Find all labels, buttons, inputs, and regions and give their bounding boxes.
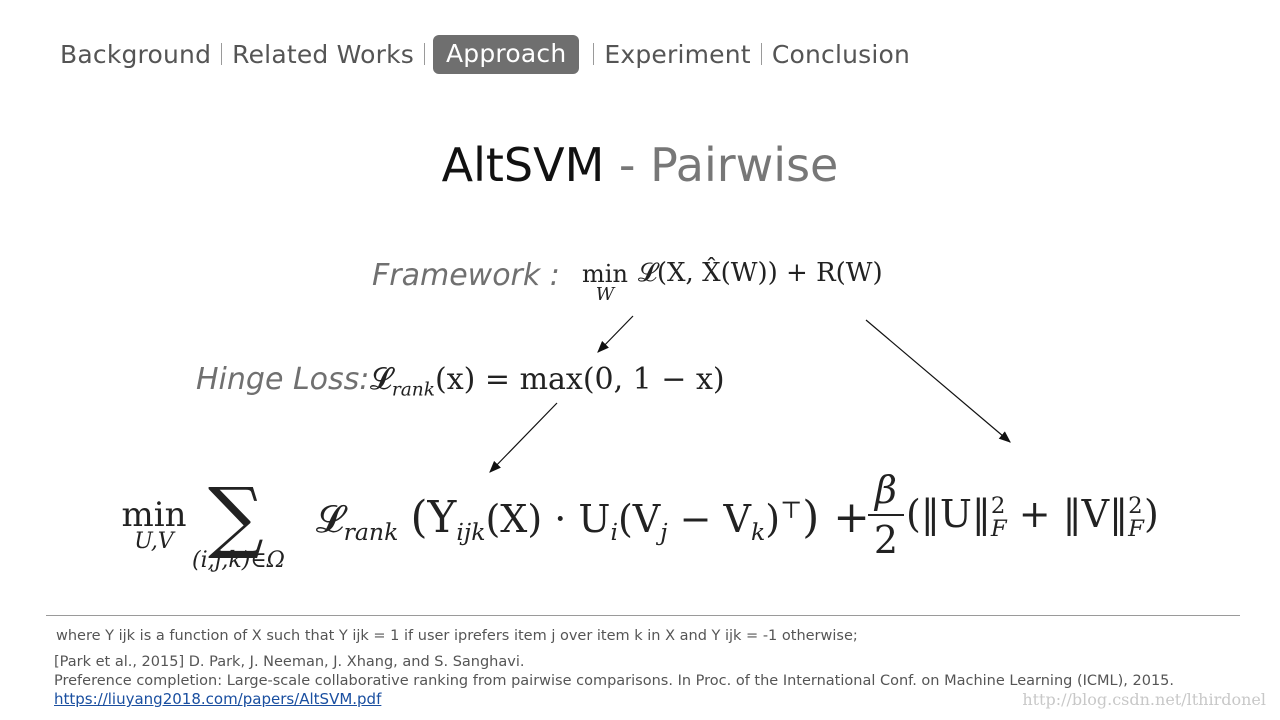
title-sub: Pairwise — [650, 138, 839, 192]
framework-min-op: min — [582, 260, 628, 288]
formula-reg-b-sub: F — [1128, 515, 1144, 542]
hinge-loss-label: Hinge Loss: — [196, 362, 370, 397]
footnote-divider — [46, 615, 1240, 616]
arrow-hinge-to-formula — [489, 402, 558, 473]
arrow-framework-to-regularizer — [865, 319, 1011, 443]
nav-item-approach[interactable]: Approach — [432, 34, 580, 74]
nav-item-experiment[interactable]: Experiment — [604, 39, 751, 69]
formula-frac-den: 2 — [873, 518, 899, 562]
formula-min-sub: U,V — [134, 529, 174, 554]
paper-link[interactable]: https://liuyang2018.com/papers/AltSVM.pd… — [54, 690, 382, 708]
framework-min: min W — [580, 260, 630, 305]
formula-frac-bar — [868, 514, 904, 516]
formula-body-a-sub: ijk — [456, 518, 486, 547]
formula-fraction: β 2 — [868, 468, 904, 562]
nav-separator — [221, 43, 223, 65]
title-main: AltSVM — [441, 138, 605, 192]
formula-body-a: (Y — [410, 492, 457, 543]
watermark-text: http://blog.csdn.net/lthirdonel — [1022, 690, 1266, 709]
formula-body-b: (X) · U — [485, 497, 611, 541]
section-nav: Background Related Works Approach Experi… — [58, 32, 912, 76]
footnote-reference-title: Preference completion: Large-scale colla… — [54, 673, 1174, 689]
footnote-reference-authors: [Park et al., 2015] D. Park, J. Neeman, … — [54, 654, 525, 670]
formula-body-c-sub: j — [660, 518, 668, 547]
nav-item-conclusion[interactable]: Conclusion — [771, 39, 911, 69]
hinge-loss-rest: (x) = max(0, 1 − x) — [435, 362, 725, 397]
formula-sum-sub: (i,j,k)∈Ω — [192, 548, 285, 573]
framework-label: Framework : — [372, 258, 560, 293]
slide-title: AltSVM - Pairwise — [0, 138, 1280, 192]
formula-reg-a: (‖U‖ — [906, 492, 991, 536]
formula-reg-a-sup: 2 — [990, 492, 1006, 519]
formula-loss-sub: rank — [343, 518, 399, 547]
formula-loss-symbol: 𝓛 — [316, 497, 344, 541]
formula-body-b-sub: i — [610, 518, 618, 547]
formula-frac-num: β — [875, 468, 897, 512]
hinge-loss-expression: 𝓛rank(x) = max(0, 1 − x) — [370, 362, 725, 401]
formula-reg-c: ) — [1143, 492, 1159, 536]
formula-sum-symbol: ∑ — [208, 472, 264, 562]
hinge-loss-sub: rank — [391, 379, 436, 401]
formula-body-f: ) + — [802, 492, 870, 543]
formula-transpose: ⊤ — [780, 495, 803, 524]
framework-expression: 𝓛(X, X̂(W)) + R(W) — [638, 258, 883, 288]
nav-item-background[interactable]: Background — [60, 39, 212, 69]
nav-item-related-works[interactable]: Related Works — [232, 39, 414, 69]
nav-separator — [760, 43, 762, 65]
title-separator: - — [604, 138, 651, 192]
formula-reg-b-sup: 2 — [1128, 492, 1143, 519]
nav-separator — [593, 43, 595, 65]
formula-min-op: min — [121, 495, 187, 535]
formula-min: min U,V — [118, 495, 190, 554]
arrow-framework-to-hinge — [597, 315, 634, 353]
formula-body-c: (V — [617, 497, 661, 541]
formula-body-d: − V — [667, 497, 752, 541]
footnote-where: where Y ijk is a function of X such that… — [56, 628, 858, 644]
hinge-loss-symbol: 𝓛 — [370, 362, 392, 397]
formula-body-e: ) — [765, 497, 781, 541]
formula-reg-b: + ‖V‖ — [1006, 492, 1129, 536]
formula-body: 𝓛rank (Yijk(X) · Ui(Vj − Vk)⊤) + — [316, 492, 870, 546]
formula-reg-a-sub: F — [990, 515, 1007, 542]
formula-body-d-sub: k — [751, 518, 766, 547]
framework-min-sub: W — [595, 284, 615, 305]
nav-separator — [423, 43, 425, 65]
